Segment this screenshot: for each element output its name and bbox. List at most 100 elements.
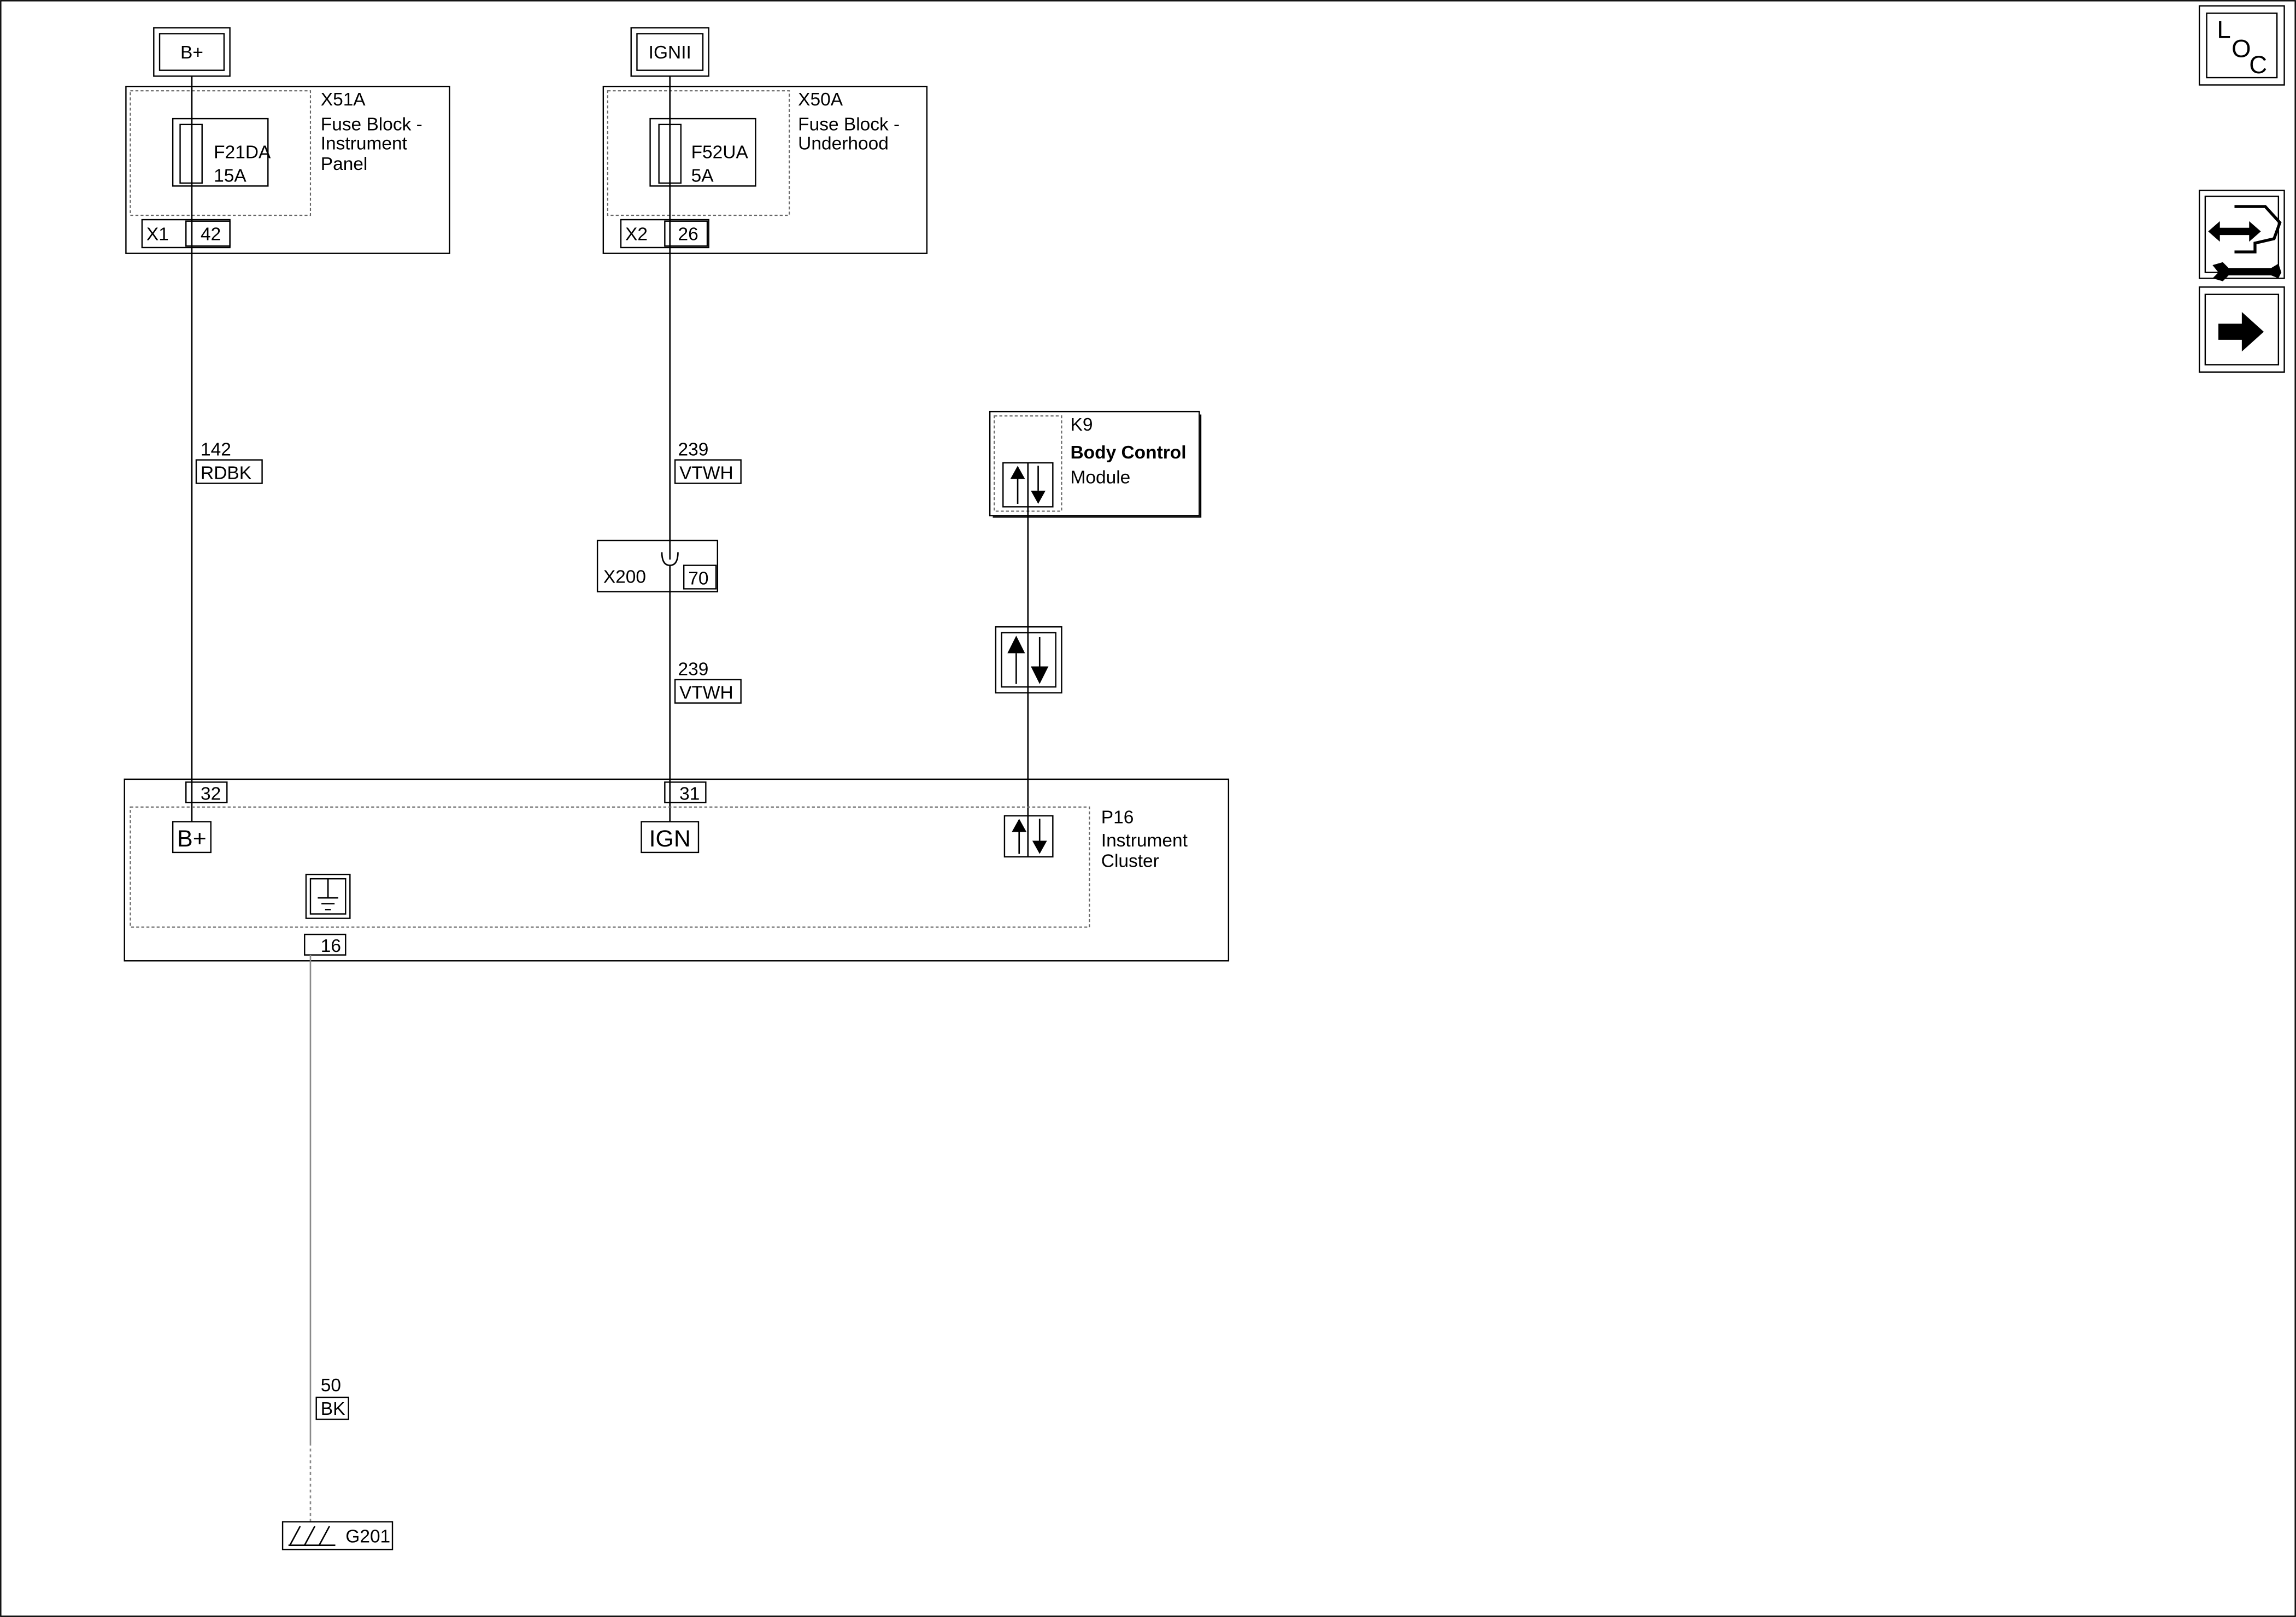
bidirectional-data-icon	[1003, 815, 1054, 858]
fuse-block-uh-outline	[602, 85, 928, 254]
bcm-id: K9	[1071, 415, 1093, 435]
wire-142-color: RDBK	[201, 463, 251, 483]
source-ignii-inner	[636, 33, 704, 71]
down-arrow-icon	[1031, 666, 1049, 684]
inline-connector-id: X200	[603, 567, 646, 587]
double-arrow-icon[interactable]	[2208, 221, 2261, 242]
locator-button-inner[interactable]	[2206, 12, 2278, 79]
fuse-rating: 5A	[691, 166, 714, 186]
connector-end-view-icon[interactable]	[2208, 205, 2282, 281]
source-b-plus-inner	[158, 33, 225, 71]
locator-letter-c[interactable]: C	[2249, 51, 2267, 79]
cluster-input-ign-box	[641, 821, 700, 854]
wire-142: 142 RDBK	[191, 76, 263, 822]
wire-50-color: BK	[321, 1399, 345, 1419]
fuse-block-ip-name-line-1: Fuse Block -	[321, 115, 422, 135]
source-b-plus-label: B+	[180, 43, 203, 63]
connector-end-view-button[interactable]	[2198, 190, 2285, 281]
down-arrow-icon	[1031, 490, 1046, 504]
serial-data-line	[995, 507, 1062, 816]
cluster-outline	[124, 778, 1230, 962]
connector-x2-box	[620, 219, 709, 249]
ground-hatch-1	[289, 1526, 301, 1546]
inline-connector-x200: X200 70	[596, 539, 719, 593]
wire-239-lower-circuit: 239	[678, 660, 708, 680]
right-arrow-icon[interactable]	[2218, 311, 2264, 352]
fuse-block-underhood: F52UA 5A X50A Fuse Block - Underhood X2 …	[602, 85, 928, 254]
source-ignii-label: IGNII	[649, 43, 691, 63]
inline-connector-outline	[596, 539, 719, 593]
chassis-ground-icon	[288, 1526, 336, 1547]
connector-x1-pin: 42	[201, 225, 221, 245]
ground-g201-id: G201	[345, 1526, 390, 1547]
ground-hatch-2	[304, 1526, 316, 1546]
fuse-id: F21DA	[214, 142, 271, 162]
connector-x1-pin-box	[185, 220, 231, 247]
bcm-outline	[989, 410, 1200, 516]
wire-239-upper-circuit: 239	[678, 440, 708, 460]
connector-x1-label: X1	[146, 225, 169, 245]
wire-50-circuit: 50	[321, 1375, 341, 1396]
cluster-pin-b-plus: 32	[201, 784, 221, 804]
cluster-pin-ign: 31	[679, 784, 700, 804]
fuse-block-ip-id: X51A	[321, 90, 366, 110]
component-locator-icon[interactable]: L O C	[2217, 16, 2267, 79]
cluster-pin-ground: 16	[321, 936, 341, 956]
fuse-block-uh-name-line-2: Underhood	[798, 133, 889, 154]
cluster-pin-b-plus-box	[185, 781, 228, 803]
locator-letter-o[interactable]: O	[2232, 35, 2251, 63]
internal-ground-icon	[305, 873, 351, 919]
cluster-input-b-plus-box	[172, 821, 212, 854]
wire-239-upper-color: VTWH	[679, 463, 733, 483]
fuse-block-uh-id: X50A	[798, 90, 843, 110]
cluster-inner	[130, 806, 1090, 928]
ground-g201: G201	[281, 1521, 394, 1550]
cluster-input-ign: IGN	[649, 826, 691, 852]
ground-hatch-3	[318, 1526, 331, 1546]
wire-239-lower-color-box	[674, 679, 742, 704]
inline-connector-pin: 70	[688, 568, 708, 589]
bidirectional-data-icon	[995, 626, 1062, 693]
instrument-cluster: 32 31 B+ IGN 16 P16 Instrument Cluster	[124, 778, 1230, 962]
fuse-block-ip-inner	[130, 90, 312, 216]
wire-142-circuit: 142	[201, 440, 231, 460]
body-control-module: K9 Body Control Module	[989, 410, 1202, 518]
inline-connector-pin-box	[683, 565, 717, 590]
cluster-id: P16	[1101, 807, 1134, 827]
next-button-inner[interactable]	[2204, 293, 2280, 366]
cluster-input-b-plus: B+	[177, 826, 207, 852]
fuse-block-uh-name-line-1: Fuse Block -	[798, 115, 900, 135]
wire-239-upper-color-box	[674, 459, 742, 484]
cluster-name-line-2: Cluster	[1101, 851, 1159, 872]
bcm-shadow	[993, 414, 1202, 518]
fuse-holder-f21da	[172, 117, 269, 187]
source-b-plus: B+	[153, 27, 231, 77]
locator-letter-l[interactable]: L	[2217, 16, 2230, 44]
up-arrow-icon	[1012, 819, 1027, 832]
wire-239-lower-color: VTWH	[679, 683, 733, 703]
harness-outline-icon[interactable]	[2234, 205, 2282, 254]
bcm-name-line-2: Module	[1071, 467, 1131, 487]
ground-icon-outer	[305, 873, 351, 919]
bcm-name-line-1: Body Control	[1071, 443, 1187, 463]
wire-142-color-box	[195, 459, 263, 484]
fuse-block-instrument-panel: F21DA 15A X51A Fuse Block - Instrument P…	[125, 85, 450, 254]
up-arrow-icon	[1010, 466, 1025, 479]
locator-button-outer[interactable]	[2198, 5, 2285, 86]
wire-50: 50 BK	[309, 955, 349, 1522]
connector-x2-pin-box	[664, 220, 708, 247]
wire-239: 239 VTWH 239 VTWH	[661, 76, 742, 822]
bidirectional-data-icon	[1002, 462, 1054, 508]
fuse-block-ip-name-line-3: Panel	[321, 154, 368, 174]
component-locator-button[interactable]: L O C	[2198, 5, 2285, 86]
fuse-holder-f52ua	[649, 117, 756, 187]
cluster-name-line-1: Instrument	[1101, 831, 1188, 851]
source-ignii: IGNII	[630, 27, 709, 77]
fuse-id: F52UA	[691, 142, 749, 162]
wrench-icon[interactable]	[2212, 262, 2282, 281]
next-page-button[interactable]	[2198, 286, 2285, 373]
cluster-pin-ground-box	[304, 933, 347, 956]
ground-g201-box	[281, 1521, 394, 1550]
